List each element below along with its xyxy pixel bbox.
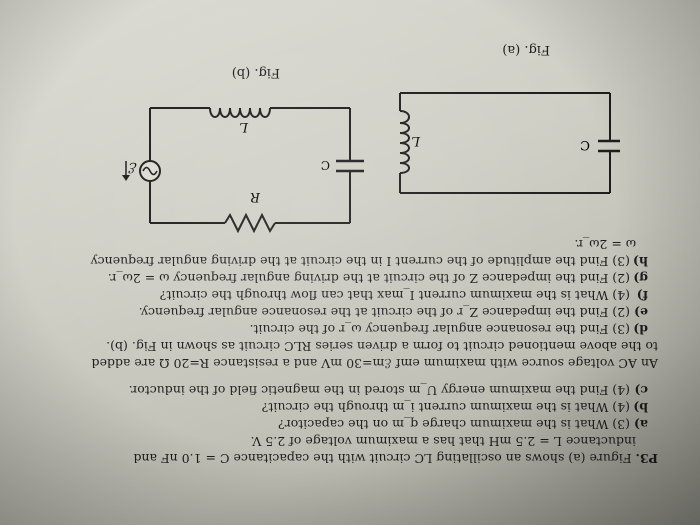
intro2-line-2: to the above mentioned circuit to form a… (106, 339, 658, 354)
intro2-line-1: An AC voltage source with maximum emf ℰm… (91, 356, 658, 371)
capacitor-a (598, 139, 620, 153)
intro-line-1: P3. Figure (a) shows an oscillating LC c… (133, 451, 658, 466)
question-a: a) (3) What is the maximum charge q_m on… (278, 417, 648, 432)
question-d: d) (3) Find the resonance angular freque… (249, 322, 648, 337)
ac-source-icon (122, 160, 161, 182)
caption-fig-a: Fig. (a) (502, 42, 550, 57)
caption-fig-b: Fig. (b) (231, 65, 280, 80)
question-b: b) (4) What is the maximum current i_m t… (261, 400, 648, 415)
inductor-b (209, 107, 271, 118)
question-e: e) (2) Find the impedance Z_r of the cir… (138, 305, 648, 320)
label-c-a: C (580, 137, 590, 152)
label-l-b: L (239, 119, 249, 134)
label-c-b: C (321, 158, 330, 172)
question-f: f) (4) What is the maximum current I_max… (159, 288, 648, 303)
intro-line-2: inductance L = 2.5 mH that has a maximum… (250, 434, 636, 449)
label-l-a: L (411, 133, 421, 148)
problem-text: P3. Figure (a) shows an oscillating LC c… (18, 236, 658, 467)
label-emf-b: ℰ (128, 159, 138, 175)
problem-number: P3. (635, 451, 658, 466)
question-c: c) (4) Find the maximum energy U_m store… (128, 383, 648, 398)
resistor-b (224, 212, 276, 234)
question-g: g) (2) Find the impedance Z of the circu… (107, 271, 648, 286)
figure-a-lc-circuit: C L (399, 92, 620, 194)
figure-b-rlc-circuit: R C L ℰ (122, 107, 364, 234)
inductor-a (399, 110, 410, 174)
question-h: h) (3) Find the amplitude of the current… (90, 254, 648, 269)
label-r-b: R (250, 189, 261, 204)
capacitor-b (336, 159, 364, 173)
